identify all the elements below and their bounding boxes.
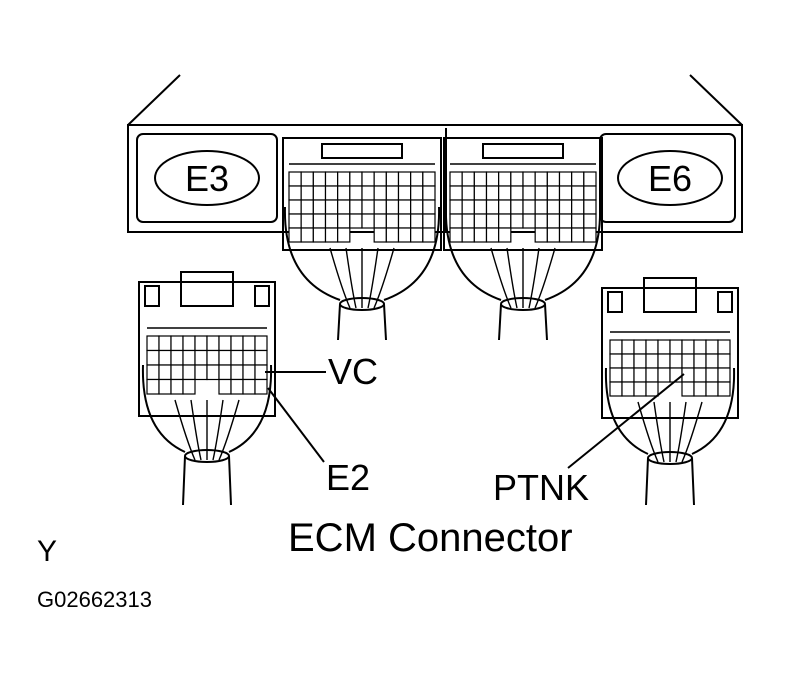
- e2-label: E2: [326, 457, 370, 498]
- e2-leader: [267, 387, 325, 463]
- lower-connector-e3: [138, 271, 276, 506]
- pointer-lines: [265, 371, 685, 469]
- connectors: [138, 137, 739, 506]
- figure-code: G02662313: [37, 587, 152, 612]
- ptnk-leader: [567, 373, 685, 469]
- corner-letter: Y: [37, 535, 57, 568]
- e6-label: E6: [648, 158, 692, 199]
- e6-badge: E6: [617, 150, 723, 206]
- vc-label: VC: [328, 351, 378, 392]
- e3-label: E3: [185, 158, 229, 199]
- diagram-caption: ECM Connector: [288, 516, 573, 560]
- e3-badge: E3: [154, 150, 260, 206]
- lower-connector-e6: [601, 277, 739, 506]
- upper-connector-left: [282, 137, 442, 341]
- ptnk-label: PTNK: [493, 467, 589, 508]
- upper-connector-right: [443, 137, 603, 341]
